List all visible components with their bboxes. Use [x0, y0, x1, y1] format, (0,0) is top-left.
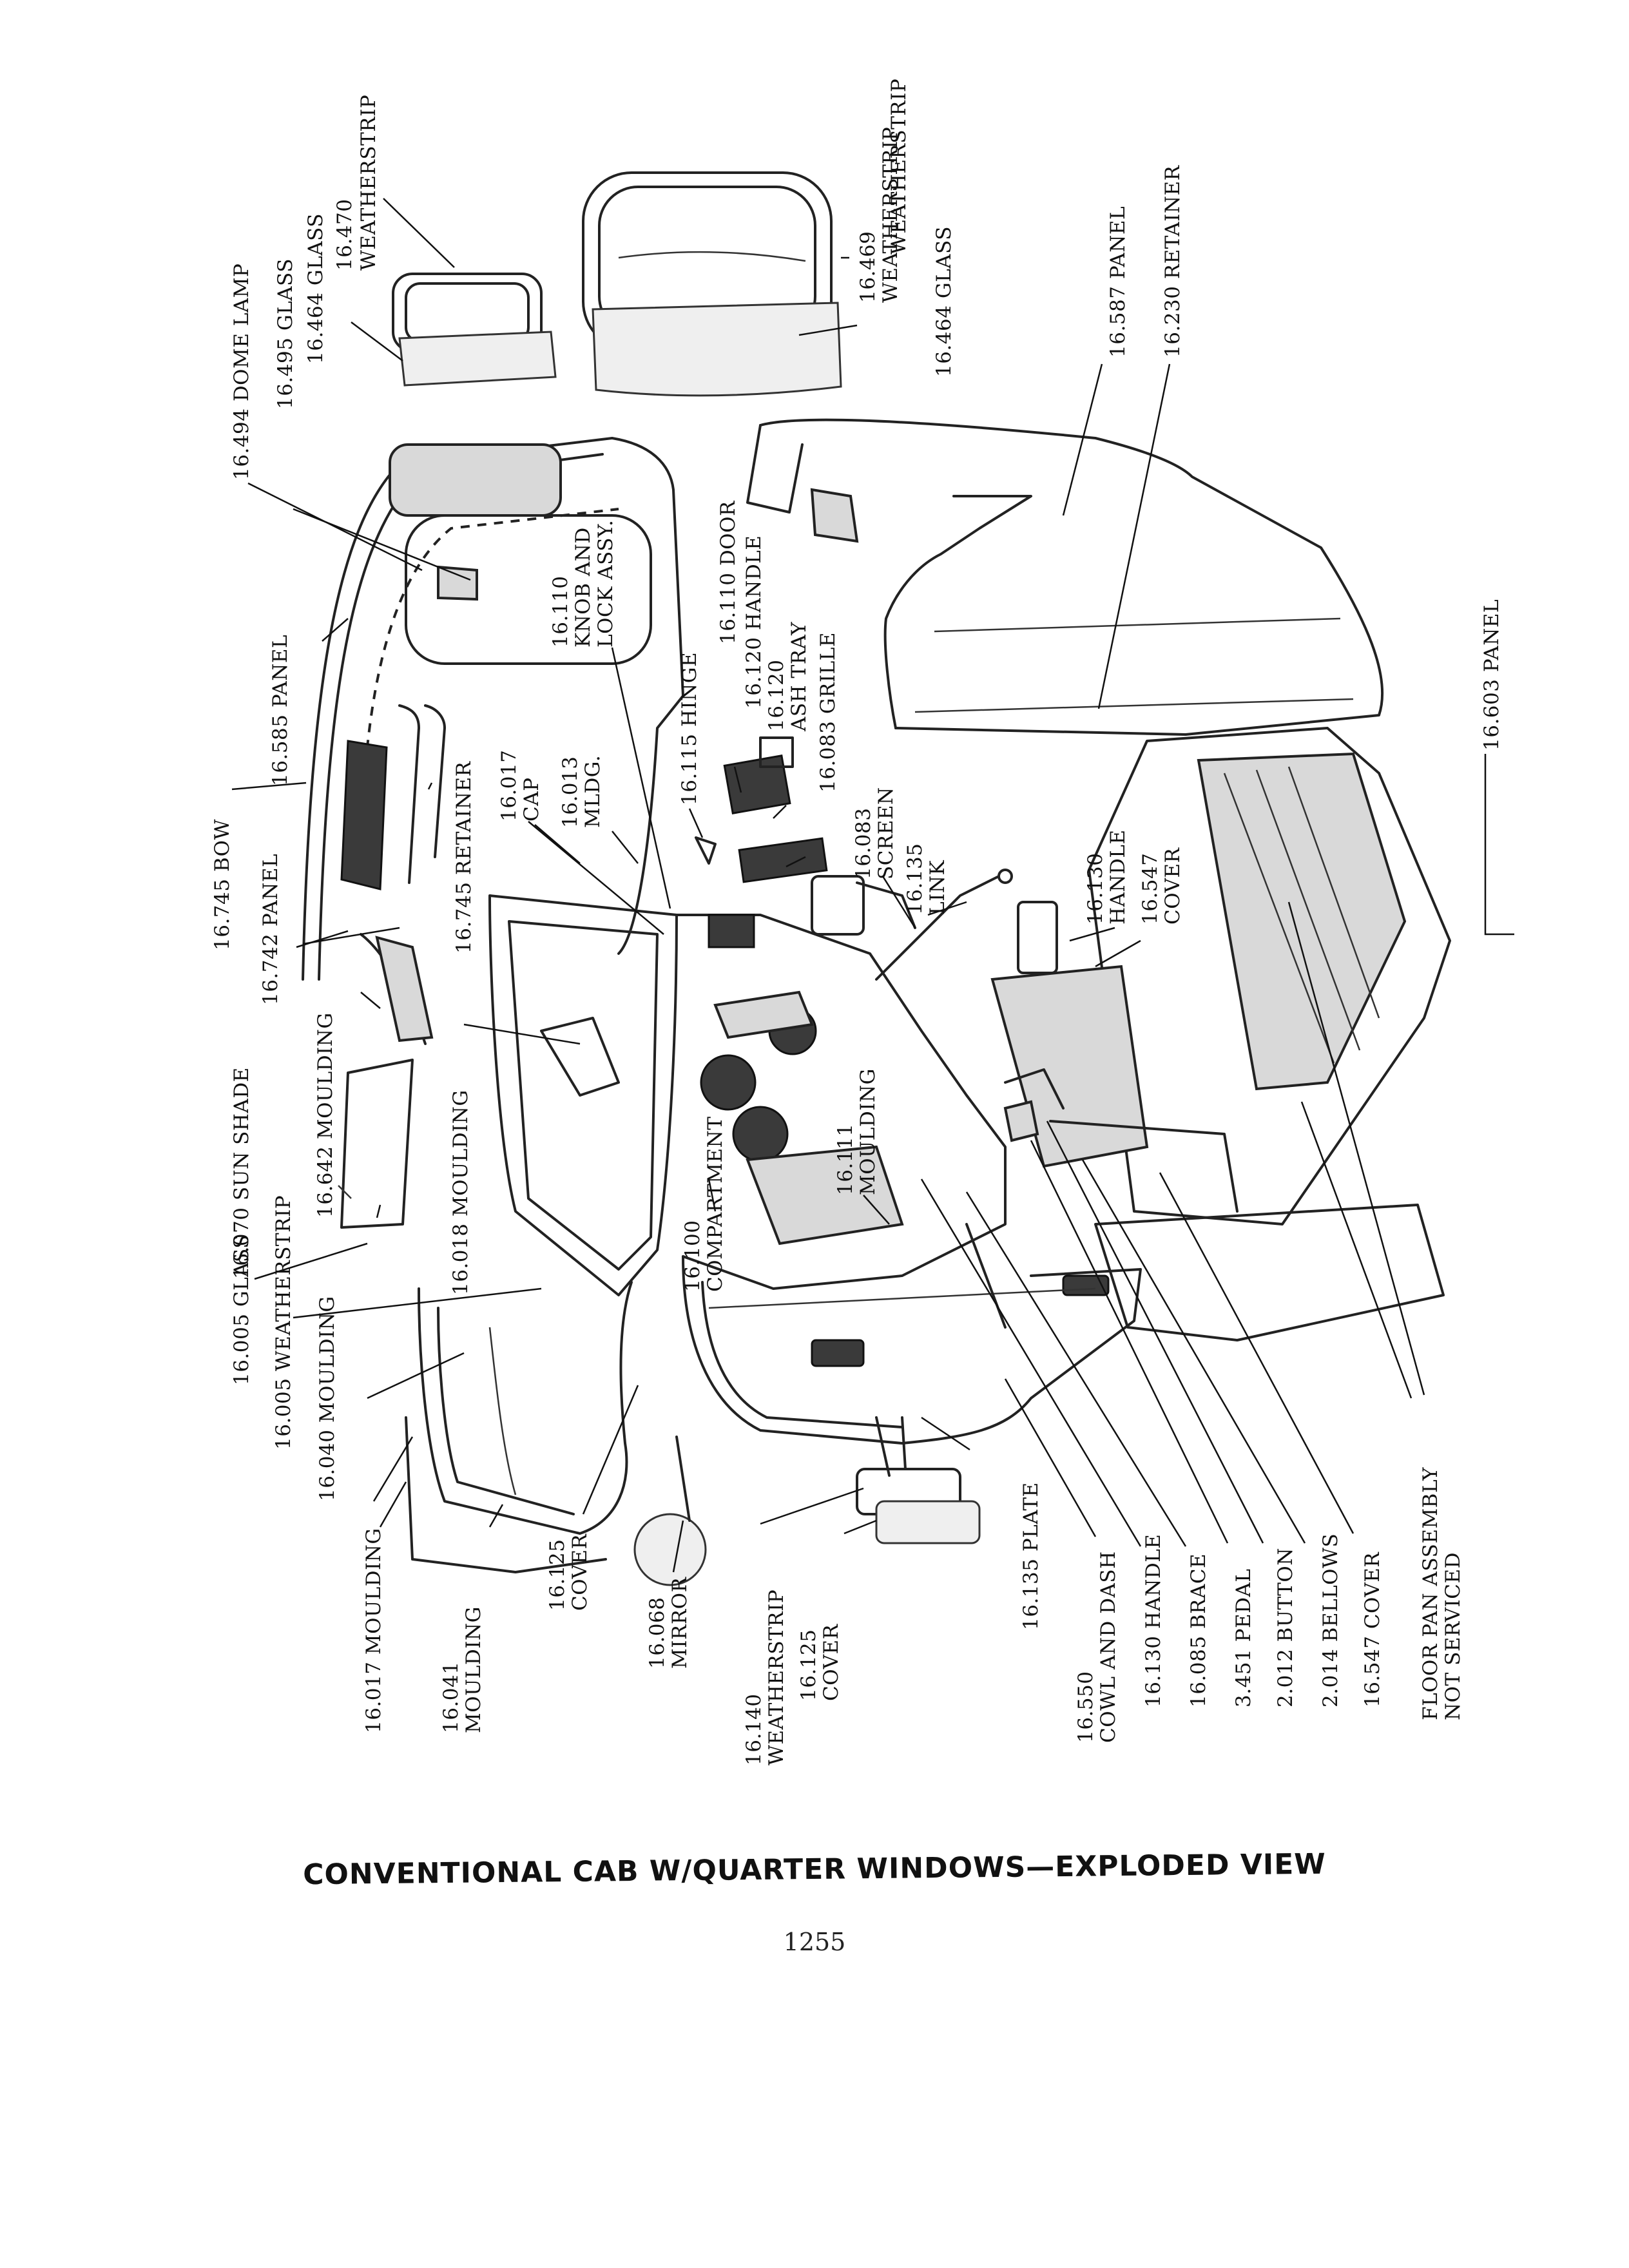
- label-16-745-retainer: 16.745 RETAINER: [452, 760, 476, 954]
- label-16-550: 16.550: [1074, 1671, 1097, 1743]
- sun-shade: [338, 1059, 414, 1229]
- label-16-125-a: 16.125: [546, 1539, 569, 1611]
- label-16-745-bow: 16.745 BOW: [211, 819, 234, 950]
- label-moulding-111: MOULDING: [856, 1068, 880, 1195]
- label-16-642: 16.642 MOULDING: [314, 1012, 337, 1218]
- label-knob-and: KNOB AND: [572, 527, 595, 648]
- label-16-130-handle-b: 16.130 HANDLE: [1142, 1534, 1165, 1707]
- label-16-742: 16.742 PANEL: [259, 854, 282, 1005]
- label-16-140: 16.140: [742, 1694, 766, 1765]
- label-16-494: 16.494 DOME LAMP: [230, 264, 253, 480]
- label-cowl-and-dash: COWL AND DASH: [1097, 1551, 1120, 1743]
- label-handle-a: HANDLE: [1106, 829, 1130, 925]
- label-3-451: 3.451 PEDAL: [1232, 1569, 1255, 1707]
- page-number: 1255: [783, 1928, 846, 1956]
- label-16-110-door: 16.110 DOOR: [717, 500, 740, 644]
- part-labels: 16.470 WEATHERSTRIP 16.494 DOME LAMP 16.…: [211, 79, 1503, 1765]
- cowl-and-dash: [682, 1255, 1142, 1445]
- label-16-135-plate: 16.135 PLATE: [1019, 1482, 1043, 1630]
- label-16-085: 16.085 BRACE: [1187, 1553, 1210, 1707]
- label-16-130-a: 16.130: [1084, 853, 1107, 925]
- label-16-040: 16.040 MOULDING: [316, 1296, 339, 1501]
- label-cover-a: COVER: [1161, 847, 1184, 925]
- label-16-464-b: 16.464 GLASS: [932, 226, 956, 377]
- label-16-120-handle: 16.120 HANDLE: [742, 535, 766, 709]
- label-16-018: 16.018 MOULDING: [449, 1090, 472, 1295]
- rear-window-glass-small: [392, 273, 557, 387]
- label-16-083-grille: 16.083 GRILLE: [816, 632, 840, 793]
- label-16-013: 16.013: [559, 756, 582, 828]
- label-cover-125-a: COVER: [568, 1533, 592, 1611]
- rear-view-mirror: [856, 1416, 981, 1544]
- label-moulding-041: MOULDING: [462, 1606, 485, 1733]
- label-16-587: 16.587 PANEL: [1106, 206, 1130, 358]
- label-16-111: 16.111: [834, 1124, 857, 1195]
- small-hardware-parts: [695, 736, 1149, 1168]
- label-compartment: COMPARTMENT: [704, 1117, 727, 1292]
- label-16-464-a: 16.464 GLASS: [304, 213, 327, 364]
- label-16-017: 16.017: [497, 750, 521, 822]
- label-16-230: 16.230 RETAINER: [1161, 164, 1184, 358]
- label-16-135: 16.135: [903, 843, 927, 915]
- label-16-603: 16.603 PANEL: [1480, 599, 1503, 751]
- label-16-120: 16.120: [765, 660, 788, 731]
- label-not-serviced: NOT SERVICED: [1441, 1552, 1465, 1720]
- label-mldg: MLDG.: [581, 755, 604, 828]
- label-floor-pan: FLOOR PAN ASSEMBLY: [1419, 1467, 1442, 1720]
- label-16-005-weatherstrip: 16.005 WEATHERSTRIP: [272, 1195, 295, 1450]
- mirror: [633, 1436, 707, 1586]
- label-lock-assy: LOCK ASSY.: [594, 520, 617, 648]
- label-16-125-b: 16.125: [797, 1629, 820, 1701]
- label-2-014: 2.014 BELLOWS: [1319, 1533, 1342, 1707]
- label-16-017-moulding: 16.017 MOULDING: [362, 1528, 385, 1733]
- label-16-547-b: 16.547 COVER: [1361, 1552, 1384, 1707]
- label-16-041: 16.041: [439, 1662, 463, 1733]
- label-16-115: 16.115 HINGE: [678, 652, 701, 805]
- rear-window-glass-large: [582, 171, 842, 397]
- label-16-083: 16.083: [852, 808, 875, 879]
- label-mirror: MIRROR: [668, 1576, 691, 1669]
- windshield-assembly: [405, 894, 678, 1573]
- label-weatherstrip-2: WEATHERSTRIP: [887, 79, 911, 255]
- label-16-547-a: 16.547: [1139, 853, 1162, 925]
- label-link: LINK: [926, 860, 949, 915]
- label-16-110: 16.110: [549, 576, 572, 648]
- label-weatherstrip-1: WEATHERSTRIP: [357, 95, 380, 271]
- floor-pan: [1088, 727, 1451, 1341]
- label-16-469: 16.469: [856, 231, 880, 303]
- label-16-005-glass: 16.005 GLASS: [230, 1235, 253, 1385]
- instrument-panel: [675, 914, 1007, 1290]
- label-2-012: 2.012 BUTTON: [1274, 1548, 1297, 1707]
- label-16-100: 16.100: [681, 1220, 704, 1292]
- label-screen: SCREEN: [874, 787, 898, 879]
- label-16-495: 16.495 GLASS: [274, 258, 297, 409]
- back-panel: [302, 437, 684, 981]
- bow-and-retainer: [360, 704, 446, 1045]
- label-weatherstrip-3: WEATHERSTRIP: [879, 127, 902, 303]
- side-panel-right: [746, 418, 1384, 736]
- label-cover-125-b: COVER: [820, 1623, 843, 1701]
- label-16-070: 16.070 SUN SHADE: [230, 1067, 253, 1279]
- label-cap: CAP: [520, 778, 543, 822]
- label-16-470: 16.470: [333, 199, 356, 271]
- label-16-068: 16.068: [646, 1597, 669, 1669]
- label-weatherstrip-140: WEATHERSTRIP: [765, 1590, 788, 1765]
- leader-lines: [231, 198, 1514, 1573]
- label-ash-tray: ASH TRAY: [787, 622, 811, 732]
- label-16-585: 16.585 PANEL: [269, 635, 292, 786]
